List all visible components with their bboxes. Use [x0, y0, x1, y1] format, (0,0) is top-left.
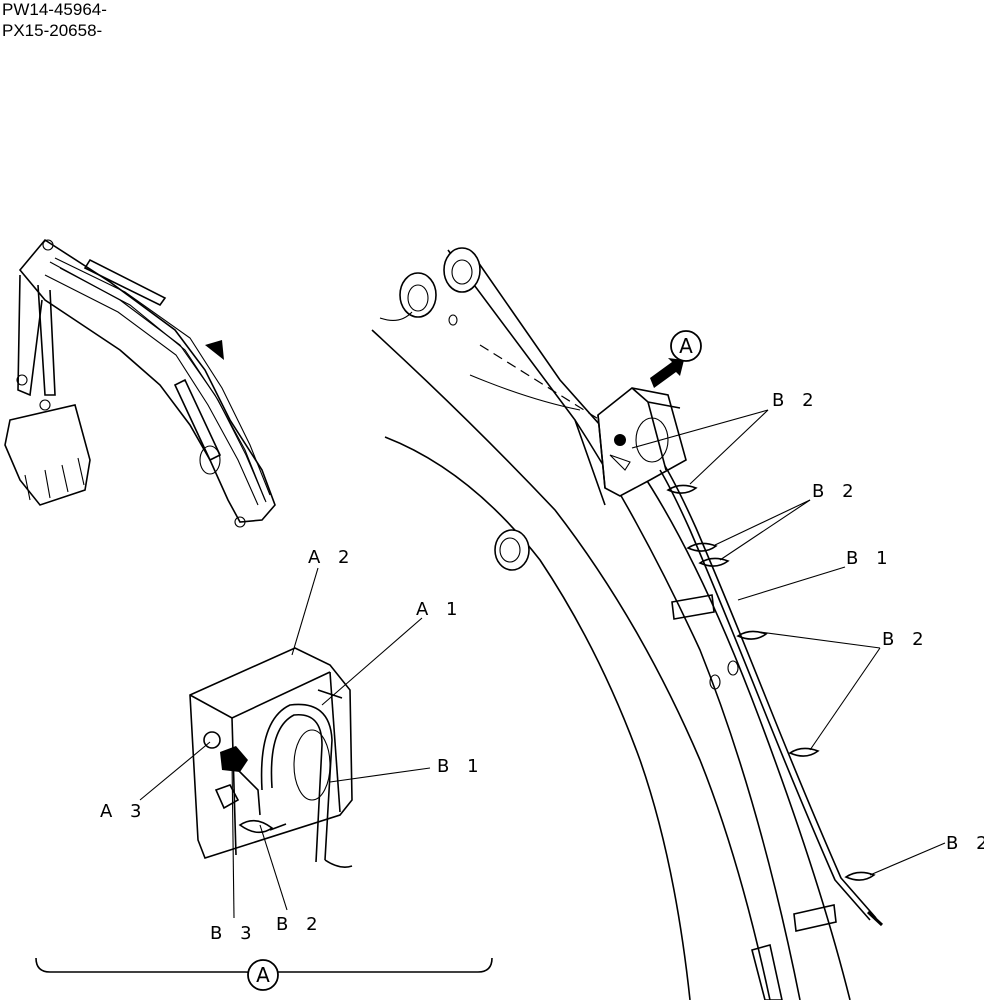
detail-a-circle: [247, 959, 279, 991]
label-a1: A 1: [416, 599, 464, 620]
detail-leaders: [139, 567, 431, 919]
label-b2-top: B 2: [772, 390, 820, 411]
serial-range-2: PX15-20658-: [2, 21, 103, 40]
label-b2-second: B 2: [812, 481, 860, 502]
label-a2: A 2: [308, 547, 356, 568]
detail-a-caption: A: [256, 963, 270, 987]
view-a-callout: A: [650, 330, 702, 388]
serial-range-1: PW14-45964-: [2, 0, 107, 19]
main-leaders: [631, 409, 946, 876]
label-b3: B 3: [210, 923, 258, 944]
excavator-overview-drawing: [4, 238, 276, 528]
label-b1-main: B 1: [846, 548, 894, 569]
boom-main-drawing: [371, 247, 884, 1000]
label-b2-bottom: B 2: [946, 833, 984, 854]
detail-a-drawing: [189, 647, 353, 868]
label-b1-detail: B 1: [437, 756, 485, 777]
label-b2-detail: B 2: [276, 914, 324, 935]
view-a-circle: [670, 330, 702, 362]
label-b2-middle: B 2: [882, 629, 930, 650]
detail-a-brace: A: [35, 957, 493, 991]
view-a-marker: A: [679, 334, 693, 358]
label-a3: A 3: [100, 801, 148, 822]
